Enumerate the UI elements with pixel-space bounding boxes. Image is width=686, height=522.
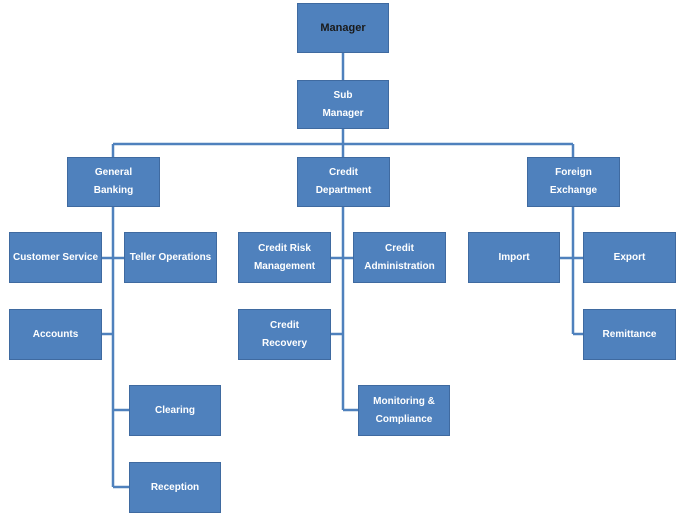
credit-recovery-box: Credit Recovery	[238, 309, 331, 360]
sub-manager-box: Sub Manager	[297, 80, 389, 129]
monitoring-compliance-box: Monitoring & Compliance	[358, 385, 450, 436]
teller-operations-box: Teller Operations	[124, 232, 217, 283]
reception-box: Reception	[129, 462, 221, 513]
general-banking-box: General Banking	[67, 157, 160, 207]
credit-risk-management-box: Credit Risk Management	[238, 232, 331, 283]
manager-box: Manager	[297, 3, 389, 53]
credit-department-box: Credit Department	[297, 157, 390, 207]
credit-administration-box: Credit Administration	[353, 232, 446, 283]
export-box: Export	[583, 232, 676, 283]
foreign-exchange-box: Foreign Exchange	[527, 157, 620, 207]
remittance-box: Remittance	[583, 309, 676, 360]
clearing-box: Clearing	[129, 385, 221, 436]
customer-service-box: Customer Service	[9, 232, 102, 283]
import-box: Import	[468, 232, 560, 283]
accounts-box: Accounts	[9, 309, 102, 360]
